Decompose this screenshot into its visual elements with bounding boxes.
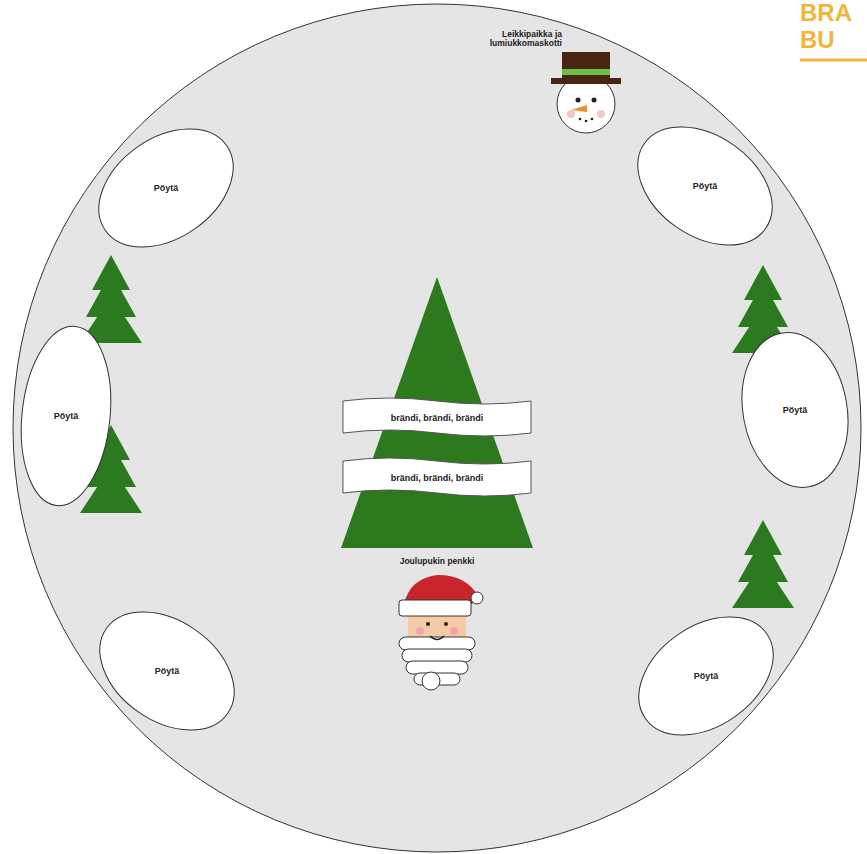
beard-layer bbox=[402, 649, 472, 662]
table-ellipse: Pöytä bbox=[0, 324, 158, 508]
playground-label: Leikkipaikka ja lumiukkomaskotti bbox=[468, 30, 562, 49]
banner-shape bbox=[343, 398, 531, 436]
node-text: Pöytä bbox=[694, 671, 719, 681]
brand-underline bbox=[800, 59, 867, 62]
eye bbox=[592, 98, 597, 103]
node-text: brändi, brändi, brändi bbox=[391, 413, 484, 423]
table-ellipse: Pöytä bbox=[90, 112, 242, 264]
node-text: Pöytä bbox=[783, 405, 808, 415]
hat-band bbox=[562, 69, 610, 75]
small-tree bbox=[732, 520, 794, 608]
pom-pom bbox=[471, 592, 483, 604]
table-shape bbox=[617, 593, 796, 760]
beard-layer bbox=[406, 661, 468, 674]
brand-banner: brändi, brändi, brändi bbox=[341, 395, 533, 441]
table-ellipse: Pöytä bbox=[715, 330, 867, 490]
eye bbox=[576, 98, 581, 103]
table-shape bbox=[616, 103, 795, 270]
brand-logo-text: BU bbox=[800, 27, 866, 53]
eye bbox=[444, 622, 448, 626]
cheek bbox=[450, 627, 458, 635]
tree-tier bbox=[732, 561, 794, 608]
table-shape bbox=[730, 324, 860, 496]
brand-logo-text: BRA bbox=[800, 0, 866, 26]
hat-brim bbox=[551, 78, 621, 84]
mouth-dot bbox=[585, 120, 588, 123]
plaza-circle bbox=[13, 4, 861, 852]
table-ellipse: Pöytä bbox=[630, 600, 782, 752]
node-text: Pöytä bbox=[154, 183, 179, 193]
christmas-tree bbox=[341, 277, 533, 548]
eye bbox=[426, 622, 430, 626]
beard-tip bbox=[422, 672, 440, 690]
cheek bbox=[567, 110, 575, 118]
table-shape bbox=[78, 588, 257, 755]
snowman-mascot bbox=[551, 52, 621, 133]
node-text: brändi, brändi, brändi bbox=[391, 473, 484, 483]
small-tree bbox=[80, 255, 142, 343]
hat-brim bbox=[399, 600, 471, 616]
cheek bbox=[597, 110, 605, 118]
mouth-dot bbox=[591, 118, 594, 121]
beard-layer bbox=[399, 637, 475, 650]
banner-shape bbox=[343, 458, 531, 496]
santa-bench-label: Joulupukin penkki bbox=[377, 557, 497, 566]
node-text: Pöytä bbox=[155, 666, 180, 676]
santa-figure bbox=[399, 575, 483, 690]
smile bbox=[430, 636, 444, 640]
mouth-dot bbox=[579, 118, 582, 121]
node-text: Pöytä bbox=[693, 181, 718, 191]
table-ellipse-outline bbox=[0, 324, 158, 508]
table-shape bbox=[13, 322, 119, 510]
node-text: Pöytä bbox=[54, 411, 79, 421]
table-ellipse: Pöytä bbox=[91, 595, 243, 747]
cheek bbox=[416, 627, 424, 635]
table-shape bbox=[77, 105, 256, 272]
table-ellipse: Pöytä bbox=[629, 110, 781, 262]
brand-banner: brändi, brändi, brändi bbox=[341, 455, 533, 501]
hat-top bbox=[562, 52, 610, 79]
